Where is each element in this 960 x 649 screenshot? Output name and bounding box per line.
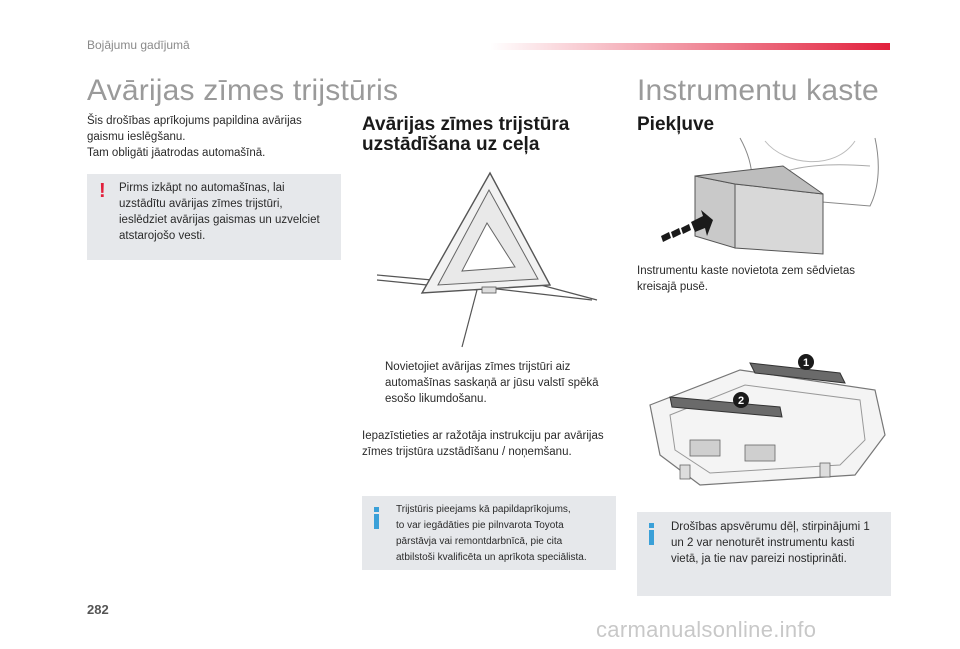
bullet-text: Novietojiet avārijas zīmes trijstūri aiz… — [385, 359, 625, 407]
page-number: 282 — [87, 602, 109, 617]
triangle-heading: Avārijas zīmes trijstūra uzstādīšana uz … — [362, 115, 622, 155]
info-line: atbilstoši kvalificēta un aprīkota speci… — [396, 552, 587, 563]
warning-line: atstarojošo vesti. — [119, 230, 206, 242]
info-box-toolbox — [637, 512, 891, 596]
info-line: vietā, ja tie nav pareizi nostiprināti. — [671, 553, 847, 565]
info-line: Trijstūris pieejams kā papildaprīkojums, — [396, 504, 571, 515]
info-text-triangle: Trijstūris pieejams kā papildaprīkojums,… — [396, 502, 614, 566]
info-box-triangle — [362, 496, 616, 570]
bullet-line: Novietojiet avārijas zīmes trijstūri aiz — [385, 361, 571, 373]
warning-line: uzstādītu avārijas zīmes trijstūri, — [119, 198, 283, 210]
bullet-line: automašīnas saskaņā ar jūsu valstī spēkā — [385, 377, 599, 389]
warning-line: ieslēdziet avārijas gaismas un uzvelciet — [119, 214, 320, 226]
warning-icon: ! — [99, 180, 106, 202]
caption-line: kreisajā pusē. — [637, 281, 708, 293]
heading-line: Avārijas zīmes trijstūra — [362, 114, 570, 135]
warning-line: Pirms izkāpt no automašīnas, lai — [119, 182, 285, 194]
marker-1-label: 1 — [803, 357, 809, 369]
info-icon — [649, 523, 654, 545]
intro-line: Tam obligāti jāatrodas automašīnā. — [87, 147, 266, 159]
info-line: to var iegādāties pie pilnvarota Toyota — [396, 520, 564, 531]
marker-1-badge: 1 — [798, 354, 814, 370]
info-line: Drošības apsvērumu dēļ, stirpinājumi 1 — [671, 521, 870, 533]
info-text-toolbox: Drošības apsvērumu dēļ, stirpinājumi 1 u… — [671, 519, 889, 567]
warning-triangle-illustration — [376, 171, 598, 348]
intro-line: Šis drošības aprīkojums papildina avārij… — [87, 115, 302, 127]
watermark: carmanualsonline.info — [596, 617, 817, 642]
intro-line: gaismu ieslēgšanu. — [87, 131, 186, 143]
bullet-line: esošo likumdošanu. — [385, 393, 487, 405]
page-title-right: Instrumentu kaste — [637, 74, 879, 107]
intro-text: Šis drošības aprīkojums papildina avārij… — [87, 113, 337, 161]
caption-line: Instrumentu kaste novietota zem sēdvieta… — [637, 265, 855, 277]
warning-text: Pirms izkāpt no automašīnas, lai uzstādī… — [119, 180, 337, 244]
seat-toolbox-illustration — [661, 137, 879, 255]
header-accent-bar — [490, 43, 890, 50]
instructions-line: zīmes trijstūra uzstādīšanu / noņemšanu. — [362, 446, 572, 458]
section-header: Bojājumu gadījumā — [87, 38, 190, 52]
instructions-text: Iepazīstieties ar ražotāja instrukciju p… — [362, 428, 622, 460]
marker-2-label: 2 — [738, 395, 744, 407]
info-line: un 2 var nenoturēt instrumentu kasti — [671, 537, 855, 549]
warning-box — [87, 174, 341, 260]
info-icon — [374, 507, 379, 529]
instructions-line: Iepazīstieties ar ražotāja instrukciju p… — [362, 430, 604, 442]
access-heading: Piekļuve — [637, 114, 715, 135]
info-line: pārstāvja vai remontdarbnīcā, pie cita — [396, 536, 563, 547]
heading-line: uzstādīšana uz ceļa — [362, 134, 540, 155]
toolbox-caption: Instrumentu kaste novietota zem sēdvieta… — [637, 263, 887, 295]
marker-2-badge: 2 — [733, 392, 749, 408]
page-title-left: Avārijas zīmes trijstūris — [87, 74, 399, 107]
toolbox-fasteners-illustration: 1 2 — [649, 354, 886, 486]
